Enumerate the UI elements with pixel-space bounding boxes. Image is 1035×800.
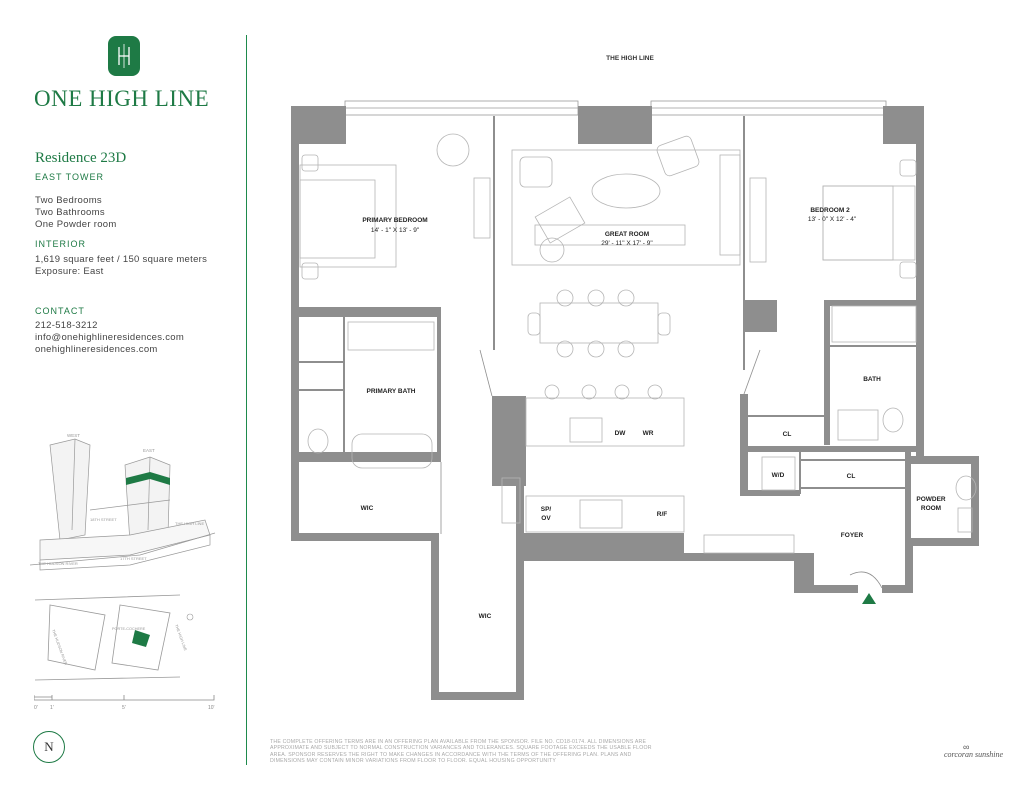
interior-heading: INTERIOR xyxy=(35,239,87,249)
feature-bathrooms: Two Bathrooms xyxy=(35,207,105,218)
label-rf: R/F xyxy=(657,511,668,518)
room-cl-2: CL xyxy=(847,473,856,480)
room-great-room: GREAT ROOM xyxy=(605,231,649,238)
sidebar-divider xyxy=(246,35,247,765)
contact-heading: CONTACT xyxy=(35,306,85,316)
broker-name: corcoran sunshine xyxy=(944,750,1004,759)
label-wr: WR xyxy=(643,430,654,437)
contact-website[interactable]: onehighlineresidences.com xyxy=(35,344,158,355)
site-porte-label: PORTE-COCHERE xyxy=(112,627,146,631)
scale-0: 0' xyxy=(34,705,38,711)
context-high-line: THE HIGH LINE xyxy=(175,521,204,526)
feature-bedrooms: Two Bedrooms xyxy=(35,195,102,206)
context-street-18: 18TH STREET xyxy=(90,517,117,522)
scale-bar: 0' 1' 5' 10' xyxy=(34,695,215,711)
label-spov-2: OV xyxy=(541,515,551,522)
room-primary-bedroom: PRIMARY BEDROOM xyxy=(362,217,427,224)
room-wd: W/D xyxy=(772,472,785,479)
room-primary-bedroom-dims: 14' - 1" X 13' - 9" xyxy=(371,227,420,234)
scale-10: 10' xyxy=(208,705,215,711)
compass-label: N xyxy=(44,739,54,754)
site-river-label: THE HUDSON RIVER xyxy=(51,629,68,666)
feature-powder: One Powder room xyxy=(35,219,117,230)
room-bath: BATH xyxy=(863,376,881,383)
scale-5: 5' xyxy=(122,705,126,711)
contact-phone[interactable]: 212-518-3212 xyxy=(35,320,98,331)
legal-disclaimer: THE COMPLETE OFFERING TERMS ARE IN AN OF… xyxy=(270,739,652,764)
floor-plan: THE HIGH LINE xyxy=(291,55,979,700)
info-sidebar: ONE HIGH LINE Residence 23D EAST TOWER T… xyxy=(0,0,246,800)
logo-mark-icon xyxy=(108,36,140,76)
entry-marker-icon xyxy=(862,593,876,604)
contact-email[interactable]: info@onehighlineresidences.com xyxy=(35,332,185,343)
context-street-17: 17TH STREET xyxy=(120,556,147,561)
tower-label: EAST TOWER xyxy=(35,172,105,182)
interior-area: 1,619 square feet / 150 square meters xyxy=(35,254,208,265)
residence-title: Residence 23D xyxy=(35,150,127,166)
room-primary-bath: PRIMARY BATH xyxy=(367,388,416,395)
room-great-room-dims: 29' - 11" X 17' - 9" xyxy=(601,240,653,247)
broker-logo-icon: ∞ xyxy=(963,742,970,752)
scale-1: 1' xyxy=(50,705,54,711)
context-bridge: THE HUDSON RIVER xyxy=(38,561,78,566)
street-label: THE HIGH LINE xyxy=(606,55,654,62)
partitions xyxy=(299,116,916,494)
room-foyer: FOYER xyxy=(841,532,864,539)
interior-walls xyxy=(299,300,924,542)
doors xyxy=(440,349,883,589)
context-map: WEST EAST 18TH STREET 17TH STREET THE HI… xyxy=(30,433,216,681)
exterior-walls xyxy=(291,106,979,700)
site-highline-label: THE HIGH LINE xyxy=(174,624,187,652)
room-bedroom-2: BEDROOM 2 xyxy=(810,207,850,214)
room-wic-1: WIC xyxy=(361,505,374,512)
room-bedroom-2-dims: 13' - 0" X 12' - 4" xyxy=(808,216,857,223)
interior-exposure: Exposure: East xyxy=(35,266,104,277)
context-east-label: EAST xyxy=(143,448,155,453)
north-compass-icon: N xyxy=(33,731,65,763)
label-spov-1: SP/ xyxy=(541,506,552,513)
room-powder-2: ROOM xyxy=(921,505,941,512)
room-powder-1: POWDER xyxy=(916,496,946,503)
label-dw: DW xyxy=(615,430,627,437)
brand-name: ONE HIGH LINE xyxy=(34,86,210,111)
furniture xyxy=(299,133,977,554)
room-cl-1: CL xyxy=(783,431,792,438)
room-wic-2: WIC xyxy=(479,613,492,620)
context-west-label: WEST xyxy=(67,433,80,438)
